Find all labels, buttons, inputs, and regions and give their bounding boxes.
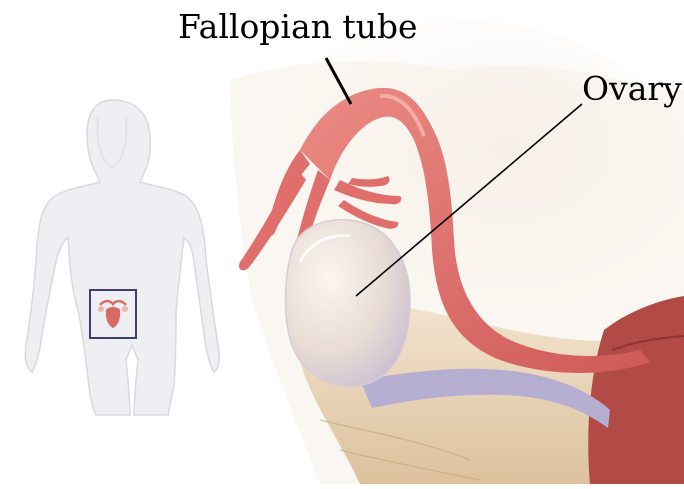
- ovary-leader-line: [355, 103, 583, 297]
- mini-tubes-icon: [99, 299, 127, 307]
- tube-leader-line: [324, 57, 353, 105]
- body-figure-icon: [24, 99, 220, 416]
- fallopian-tube-label: Fallopian tube: [178, 7, 418, 46]
- pelvic-inset: [89, 289, 137, 339]
- inset-box-icon: [89, 289, 137, 339]
- ovary-shape: [284, 219, 411, 387]
- fallopian-tube-shape: [300, 87, 650, 373]
- ovarian-ligament: [360, 368, 610, 428]
- mini-uterus-icon: [105, 307, 121, 328]
- ovary-label: Ovary: [582, 69, 682, 108]
- organ-illustration: [220, 20, 684, 485]
- uterus-wall: [588, 296, 684, 484]
